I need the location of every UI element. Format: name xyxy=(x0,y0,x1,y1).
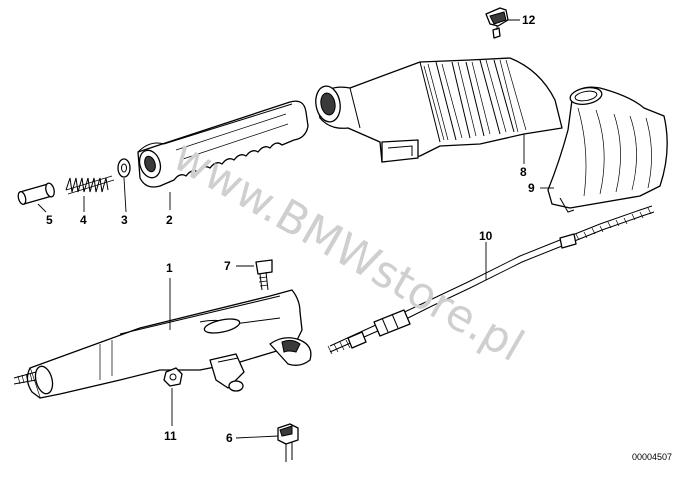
part-8-cover xyxy=(315,57,563,163)
callout-12: 12 xyxy=(522,13,536,27)
callout-5: 5 xyxy=(46,213,53,227)
callout-9: 9 xyxy=(528,181,535,195)
leader-lines xyxy=(37,19,554,439)
catalog-code: 00004507 xyxy=(632,452,672,462)
callout-6: 6 xyxy=(226,431,233,445)
callout-8: 8 xyxy=(520,165,527,179)
part-1-lever xyxy=(13,289,312,399)
callout-1: 1 xyxy=(166,261,173,275)
part-2-handle-grip xyxy=(137,100,309,188)
part-5-end-cap xyxy=(17,182,55,205)
callout-3: 3 xyxy=(121,213,128,227)
callout-10: 10 xyxy=(479,229,493,243)
part-6-adjuster xyxy=(277,423,299,462)
part-10-cable xyxy=(327,205,655,355)
callout-4: 4 xyxy=(80,213,87,227)
part-9-gaiter xyxy=(547,86,668,213)
part-11-nut xyxy=(163,367,183,387)
part-3-washer xyxy=(117,158,131,178)
callout-7: 7 xyxy=(224,259,231,273)
part-7-bolt xyxy=(255,259,273,291)
callout-11: 11 xyxy=(164,429,177,443)
part-4-spring xyxy=(65,175,115,195)
callout-2: 2 xyxy=(166,213,173,227)
part-12-clip xyxy=(485,7,509,39)
